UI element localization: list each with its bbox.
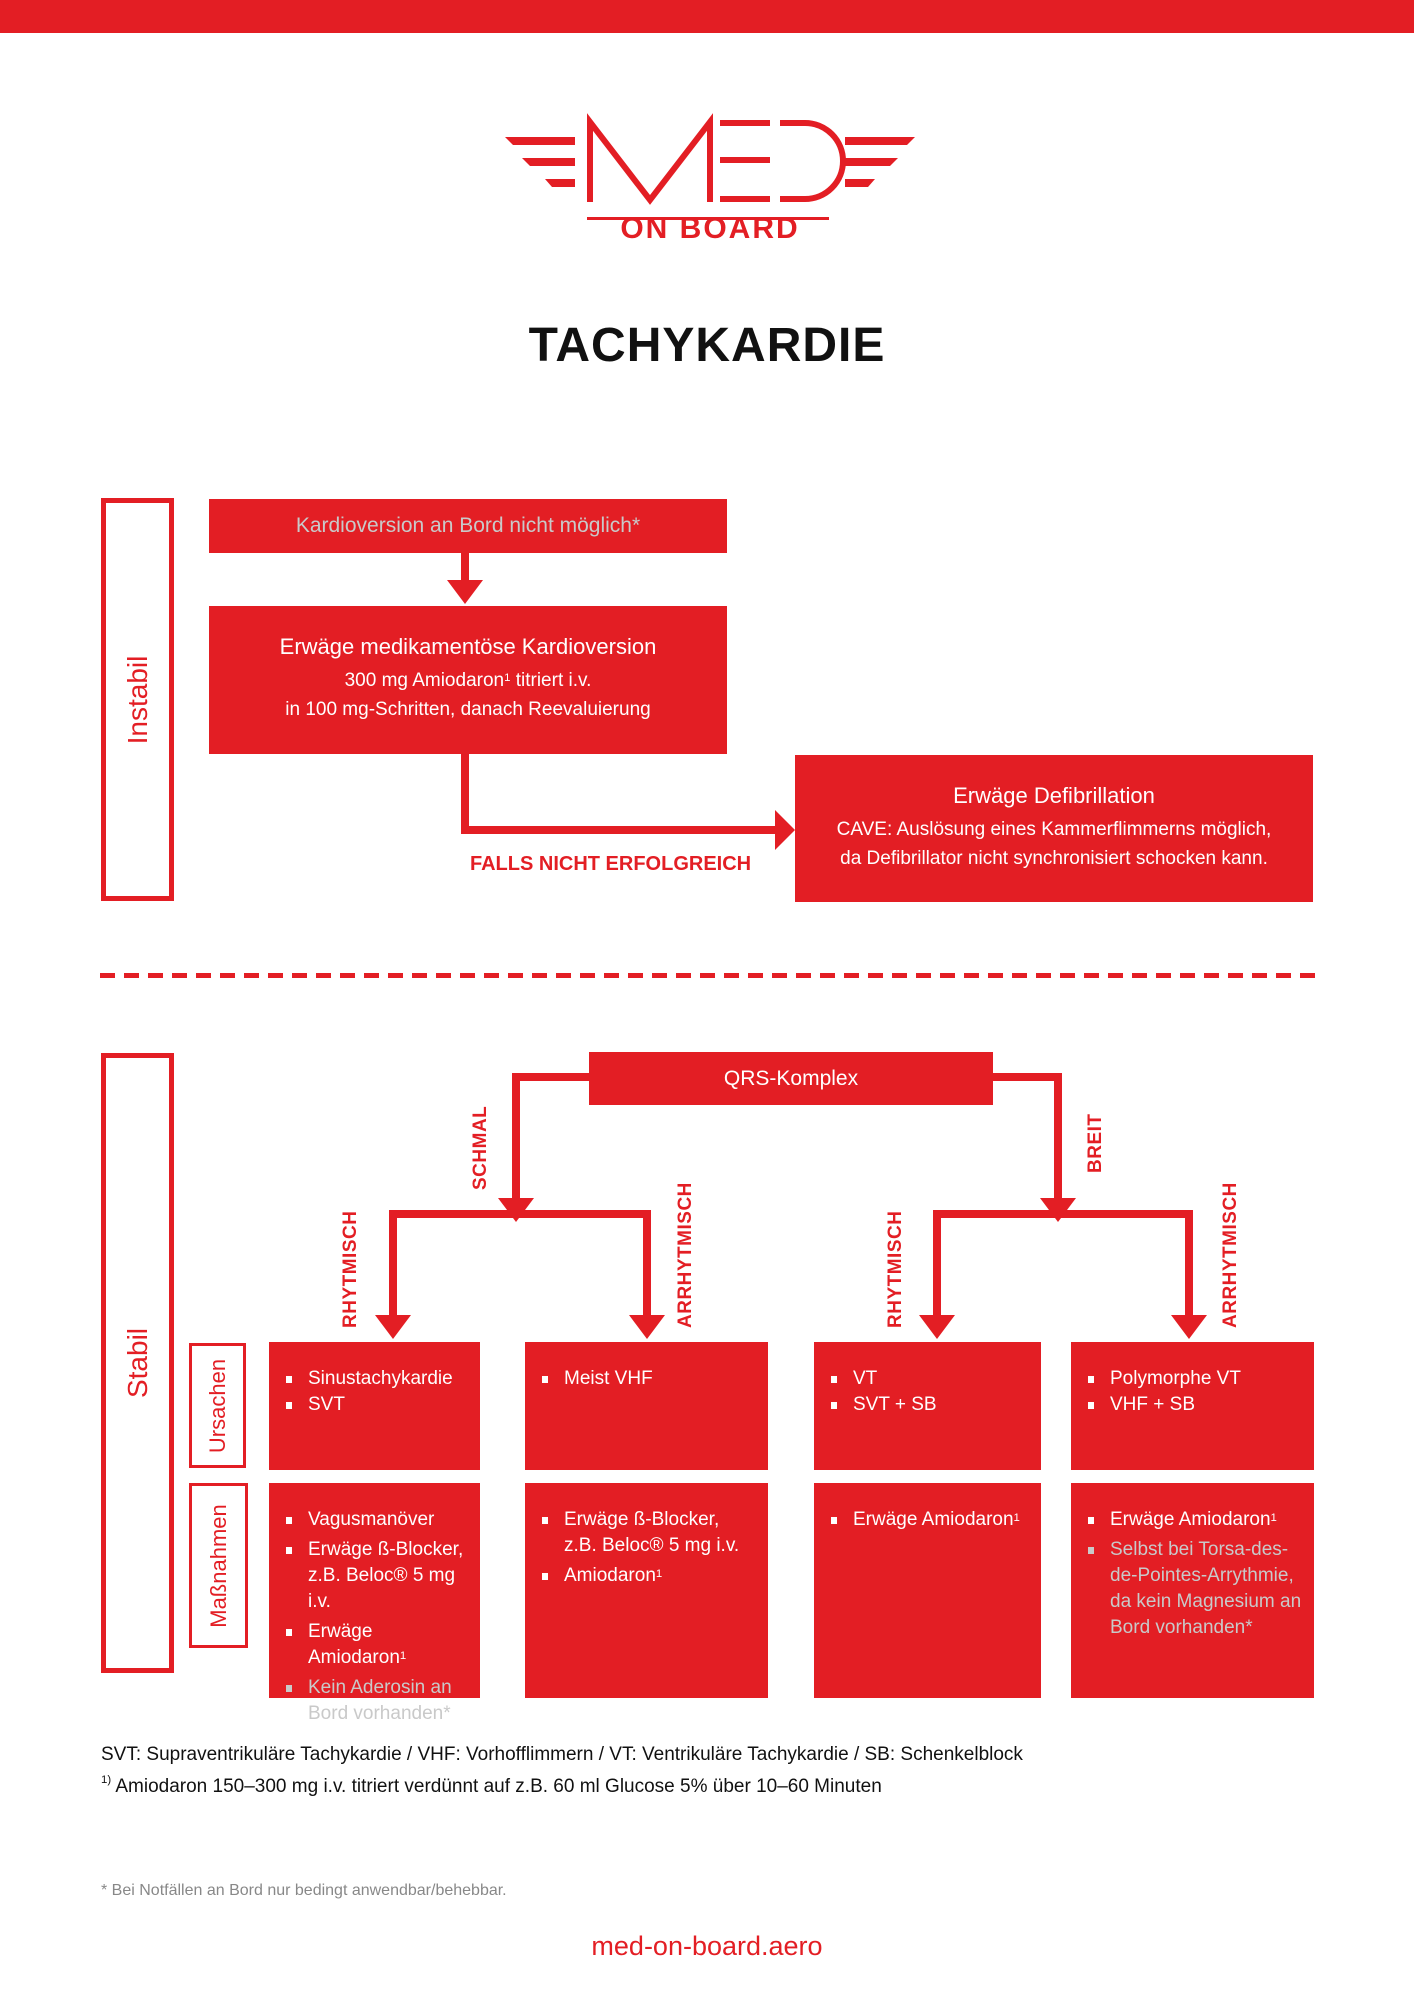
item-text: Amiodaron — [564, 1565, 656, 1586]
box-text: QRS-Komplex — [723, 1067, 859, 1090]
connector-line — [512, 1073, 520, 1203]
branch-label-breit: BREIT — [1085, 1113, 1106, 1174]
footnote-ref: 1 — [504, 672, 511, 684]
box-medikamentoese-kardioversion: Erwäge medikamentöse Kardioversion 300 m… — [209, 606, 727, 754]
box-title: Erwäge Defibrillation — [953, 783, 1155, 808]
branch-label-falls-nicht-erfolgreich: FALLS NICHT ERFOLGREICH — [470, 853, 752, 875]
cell-massnahmen-breit-rhytmisch: Erwäge Amiodaron1 — [814, 1483, 1041, 1698]
box-qrs-komplex: QRS-Komplex — [589, 1052, 993, 1105]
footnote-ref: 1 — [1013, 1512, 1020, 1524]
box-text: Kardioversion an Bord nicht möglich* — [295, 514, 641, 537]
item-text: Erwäge Amiodaron — [853, 1509, 1014, 1530]
list-item-muted: Kein Aderosin an Bord vorhanden* — [286, 1675, 468, 1727]
cell-massnahmen-schmal-rhytmisch: Vagusmanöver Erwäge ß-Blocker, z.B. Belo… — [269, 1483, 480, 1724]
branch-label-schmal-arrhytmisch: ARRHYTMISCH — [675, 1182, 696, 1328]
list-item: Erwäge ß-Blocker, z.B. Beloc® 5 mg i.v. — [542, 1507, 756, 1559]
box-kardioversion-not-possible: Kardioversion an Bord nicht möglich* — [209, 499, 727, 553]
connector-line — [461, 754, 469, 834]
row-ursachen: Ursachen — [189, 1343, 246, 1468]
section-stabil: Stabil — [101, 1053, 174, 1673]
list-item: VT — [831, 1366, 1029, 1392]
connector-line — [512, 1073, 590, 1081]
footnote-ref: 1 — [399, 1650, 407, 1662]
connector-line — [1054, 1073, 1062, 1203]
row-massnahmen: Maßnahmen — [189, 1483, 248, 1648]
connector-line — [933, 1210, 1193, 1218]
row-label-massnahmen: Maßnahmen — [205, 1503, 231, 1628]
list-item: Amiodaron1 — [542, 1563, 756, 1589]
connector-line — [990, 1073, 1062, 1081]
list-item: Erwäge ß-Blocker, z.B. Beloc® 5 mg i.v. — [286, 1537, 468, 1615]
section-divider — [100, 973, 1315, 978]
section-label-instabil: Instabil — [121, 655, 153, 744]
section-instabil: Instabil — [101, 498, 174, 901]
footnote-marker: 1) — [101, 1774, 112, 1786]
arrow-head-icon — [375, 1315, 411, 1339]
abbreviations-legend: SVT: Supraventrikuläre Tachykardie / VHF… — [101, 1744, 1023, 1765]
branch-label-schmal-rhytmisch: RHYTMISCH — [340, 1210, 361, 1328]
dose-text: 300 mg Amiodaron — [344, 670, 505, 691]
list-item: SVT — [286, 1392, 468, 1418]
branch-label-breit-rhytmisch: RHYTMISCH — [885, 1210, 906, 1328]
footnote-ref: 1 — [655, 1568, 663, 1580]
list-item: Sinustachykardie — [286, 1366, 468, 1392]
arrow-head-icon — [498, 1198, 534, 1222]
cell-massnahmen-breit-arrhytmisch: Erwäge Amiodaron1 Selbst bei Torsa-des-d… — [1071, 1483, 1314, 1698]
list-item: Erwäge Amiodaron1 — [286, 1619, 468, 1671]
box-line-1: CAVE: Auslösung eines Kammerflimmerns mö… — [836, 819, 1272, 840]
branch-label-breit-arrhytmisch: ARRHYTMISCH — [1220, 1182, 1241, 1328]
list-item-muted: Selbst bei Torsa-des-de-Pointes-Arrythmi… — [1088, 1537, 1302, 1641]
arrow-head-icon — [1171, 1315, 1207, 1339]
connector-line — [389, 1210, 651, 1218]
asterisk-note: * Bei Notfällen an Bord nur bedingt anwe… — [101, 1882, 507, 1899]
list-item: Polymorphe VT — [1088, 1366, 1302, 1392]
wings-logo-icon — [505, 113, 915, 220]
box-title: Erwäge medikamentöse Kardioversion — [279, 634, 657, 659]
list-item: VHF + SB — [1088, 1392, 1302, 1418]
cell-massnahmen-schmal-arrhytmisch: Erwäge ß-Blocker, z.B. Beloc® 5 mg i.v. … — [525, 1483, 768, 1698]
branch-label-schmal: SCHMAL — [470, 1105, 491, 1190]
list-item: Erwäge Amiodaron1 — [831, 1507, 1029, 1533]
cell-ursachen-schmal-rhytmisch: Sinustachykardie SVT — [269, 1342, 480, 1470]
connector-line — [389, 1210, 397, 1318]
connector-line — [933, 1210, 941, 1318]
list-item: SVT + SB — [831, 1392, 1029, 1418]
top-banner — [0, 0, 1414, 33]
arrow-head-icon — [1040, 1198, 1076, 1222]
footnote-amiodaron: 1) Amiodaron 150–300 mg i.v. titriert ve… — [101, 1774, 882, 1798]
connector-line — [461, 826, 781, 834]
box-line-2: da Defibrillator nicht synchronisiert sc… — [840, 848, 1268, 869]
cell-ursachen-breit-rhytmisch: VT SVT + SB — [814, 1342, 1041, 1470]
cell-ursachen-schmal-arrhytmisch: Meist VHF — [525, 1342, 768, 1470]
list-item: Vagusmanöver — [286, 1507, 468, 1533]
footnote-text: Amiodaron 150–300 mg i.v. titriert verdü… — [111, 1776, 882, 1797]
section-label-stabil: Stabil — [121, 1327, 153, 1399]
footnote-ref: 1 — [1270, 1512, 1277, 1524]
box-defibrillation: Erwäge Defibrillation CAVE: Auslösung ei… — [795, 755, 1313, 902]
item-text: Erwäge Amiodaron — [1110, 1509, 1271, 1530]
med-on-board-logo: ON BOARD — [500, 100, 920, 250]
list-item: Meist VHF — [542, 1366, 756, 1392]
connector-line — [643, 1210, 651, 1318]
page-title: TACHYKARDIE — [528, 319, 886, 372]
box-line-1: 300 mg Amiodaron1 titriert i.v. — [209, 666, 727, 695]
item-text: Erwäge Amiodaron — [308, 1621, 400, 1668]
dose-text-end: titriert i.v. — [510, 670, 592, 691]
website-link[interactable]: med-on-board.aero — [591, 1931, 823, 1961]
arrow-head-icon — [629, 1315, 665, 1339]
connector-line — [1185, 1210, 1193, 1318]
list-item: Erwäge Amiodaron1 — [1088, 1507, 1302, 1533]
arrow-head-icon — [919, 1315, 955, 1339]
box-line-2: in 100 mg-Schritten, danach Reevaluierun… — [285, 699, 651, 720]
cell-ursachen-breit-arrhytmisch: Polymorphe VT VHF + SB — [1071, 1342, 1314, 1470]
arrow-head-icon — [775, 810, 795, 850]
logo-subtitle: ON BOARD — [620, 212, 800, 245]
arrow-head-icon — [447, 580, 483, 604]
row-label-ursachen: Ursachen — [204, 1358, 230, 1453]
connector-line — [461, 553, 469, 581]
